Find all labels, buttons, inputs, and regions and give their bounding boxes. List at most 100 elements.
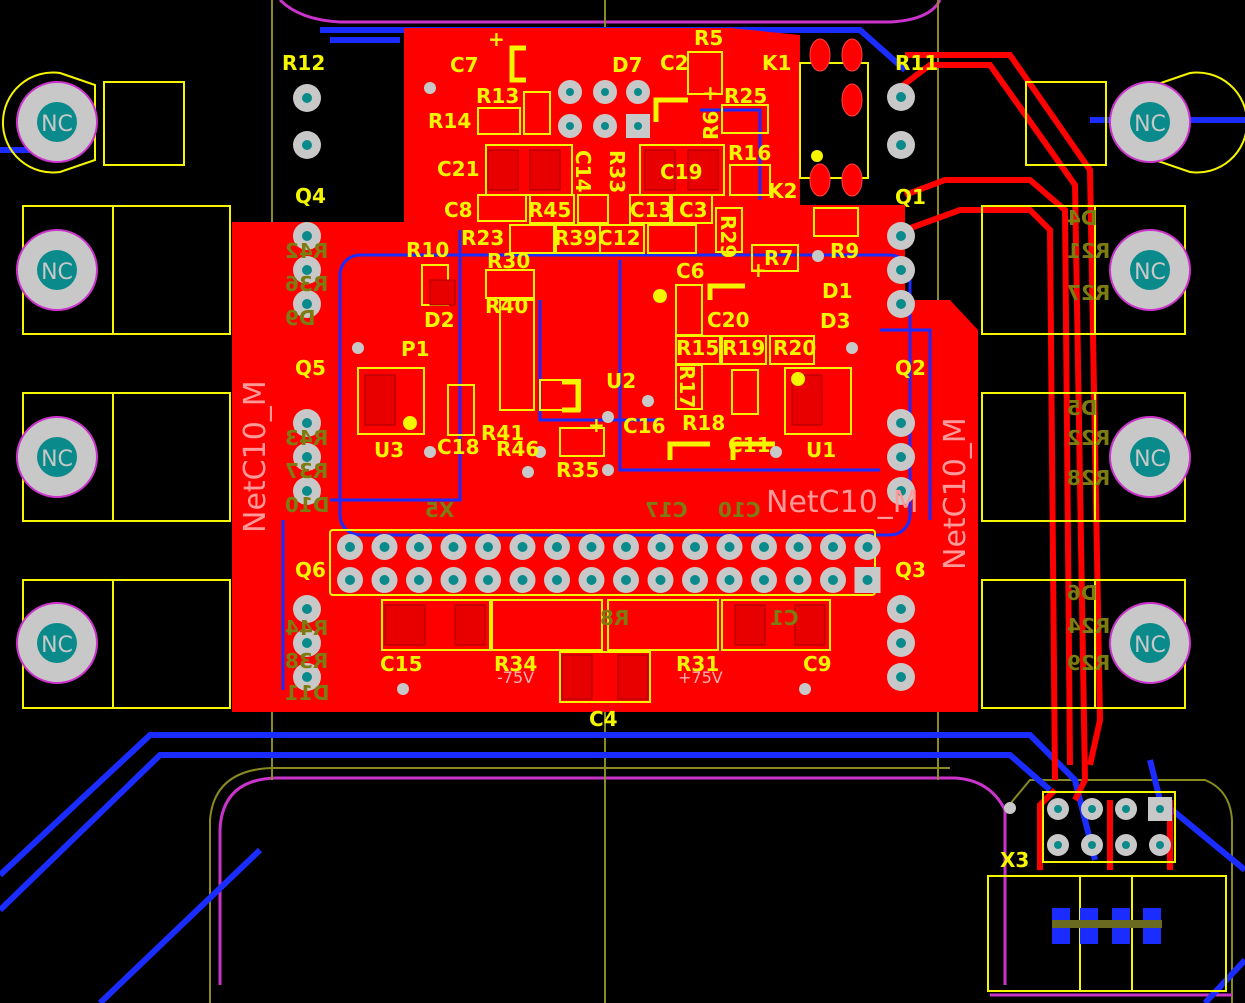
nc-label: NC [41, 260, 73, 285]
designator-bottom-r38: R38 [285, 649, 328, 673]
svg-text:+: + [750, 258, 767, 282]
designator-q2: Q2 [895, 356, 926, 380]
designator-d1: D1 [822, 279, 853, 303]
header-pin-hole [690, 575, 700, 585]
designator-bottom-c17: C17 [645, 498, 688, 522]
mounting-hole-top-right: NC [1025, 71, 1245, 174]
designator-r40: R40 [485, 294, 528, 318]
designator-q5: Q5 [295, 356, 326, 380]
designator-bottom-d10: D10 [285, 493, 329, 517]
designator-bottom-r21: R21 [1067, 239, 1110, 263]
nc-label: NC [1134, 633, 1166, 658]
designator-c3: C3 [679, 198, 708, 222]
designator-bottom-d6: D6 [1067, 581, 1098, 605]
header-pin-hole [379, 542, 390, 552]
header-pin-hole [414, 575, 424, 585]
designator-u3: U3 [374, 438, 404, 462]
designator-c8: C8 [444, 198, 473, 222]
designator-bottom-r22: R22 [1067, 426, 1110, 450]
header-pin-hole [862, 542, 873, 552]
designator-c20: C20 [707, 308, 750, 332]
svg-text:+: + [488, 27, 505, 51]
header-pin-hole [414, 542, 424, 552]
component-outlines [329, 51, 1227, 992]
net-labels: NetC10_M NetC10_M NetC10_M -75V +75V [238, 380, 973, 687]
header-pin-hole [345, 542, 355, 552]
x3-smd-parts [1052, 908, 1162, 944]
nc-label: NC [41, 112, 73, 137]
header-pin-hole [655, 575, 666, 585]
header-pin-hole [690, 542, 700, 552]
rail-label: -75V [497, 668, 534, 687]
designator-r39: R39 [554, 226, 597, 250]
designators-bottom: R42R36D9R43R37D10R44R38D11D4R21R27D5R22R… [285, 206, 1110, 705]
designator-r17: R17 [675, 365, 699, 408]
vias [352, 82, 1016, 814]
designator-r6: R6 [699, 111, 723, 140]
designator-bottom-d4: D4 [1067, 206, 1098, 230]
header-pin-hole [759, 542, 769, 552]
designator-q6: Q6 [295, 558, 326, 582]
designator-u2: U2 [606, 369, 636, 393]
header-x5-pins [337, 534, 881, 593]
designator-q4: Q4 [295, 184, 326, 208]
designator-r7: R7 [764, 246, 793, 270]
designator-c6: C6 [676, 259, 705, 283]
designator-c19: C19 [660, 160, 703, 184]
plus-marks: + + + + [488, 27, 767, 437]
designator-r14: R14 [428, 109, 471, 133]
designator-c15: C15 [380, 652, 423, 676]
header-pin-hole [828, 575, 838, 585]
designator-q1: Q1 [895, 185, 926, 209]
designator-c4: C4 [589, 707, 618, 731]
designator-q3: Q3 [895, 558, 926, 582]
designator-r30: R30 [487, 249, 530, 273]
designator-r31: R31 [676, 652, 719, 676]
designator-r34: R34 [494, 652, 537, 676]
header-pin-hole [552, 575, 562, 585]
designator-r13: R13 [476, 84, 519, 108]
designator-x3: X3 [1000, 848, 1029, 872]
designator-bottom-r42: R42 [285, 239, 328, 263]
designator-c21: C21 [437, 157, 480, 181]
mounting-hole-top-left: NC [1, 71, 185, 174]
nc-pad-labels: NC NC NC NC NC NC [41, 260, 1166, 658]
designator-bottom-c1: C1 [770, 606, 799, 630]
designator-d3: D3 [820, 309, 851, 333]
designator-r19: R19 [722, 336, 765, 360]
designator-r11: R11 [895, 51, 938, 75]
designator-r23: R23 [461, 226, 504, 250]
designator-bottom-c10: C10 [718, 498, 761, 522]
top-layer-traces-right [888, 52, 1173, 870]
net-label: NetC10_M [238, 380, 273, 533]
designator-bottom-d9: D9 [285, 306, 316, 330]
header-pin-hole [448, 542, 459, 552]
header-pin-hole [517, 575, 528, 585]
header-pin-hole [483, 542, 493, 552]
designator-bottom-r27: R27 [1067, 281, 1110, 305]
designator-r12: R12 [282, 51, 325, 75]
nc-label: NC [41, 447, 73, 472]
header-pin-hole [724, 542, 735, 552]
nc-label: NC [1134, 112, 1166, 137]
header-pin-hole [345, 575, 355, 585]
designator-r46: R46 [496, 437, 539, 461]
designator-c16: C16 [623, 414, 666, 438]
designator-c11: C11 [728, 433, 771, 457]
designator-c9: C9 [803, 652, 832, 676]
net-label: NetC10_M [938, 417, 973, 570]
designator-bottom-d11: D11 [285, 681, 329, 705]
designator-r16: R16 [728, 141, 771, 165]
header-pin-hole [483, 575, 493, 585]
header-pin-hole [552, 542, 562, 552]
header-pin-hole [621, 542, 631, 552]
designator-d2: D2 [424, 308, 455, 332]
designator-d7: D7 [612, 53, 643, 77]
designator-r45: R45 [528, 198, 571, 222]
designator-bottom-r8: R8 [600, 606, 629, 630]
header-pin-hole [517, 542, 528, 552]
designator-bottom-r36: R36 [285, 272, 328, 296]
